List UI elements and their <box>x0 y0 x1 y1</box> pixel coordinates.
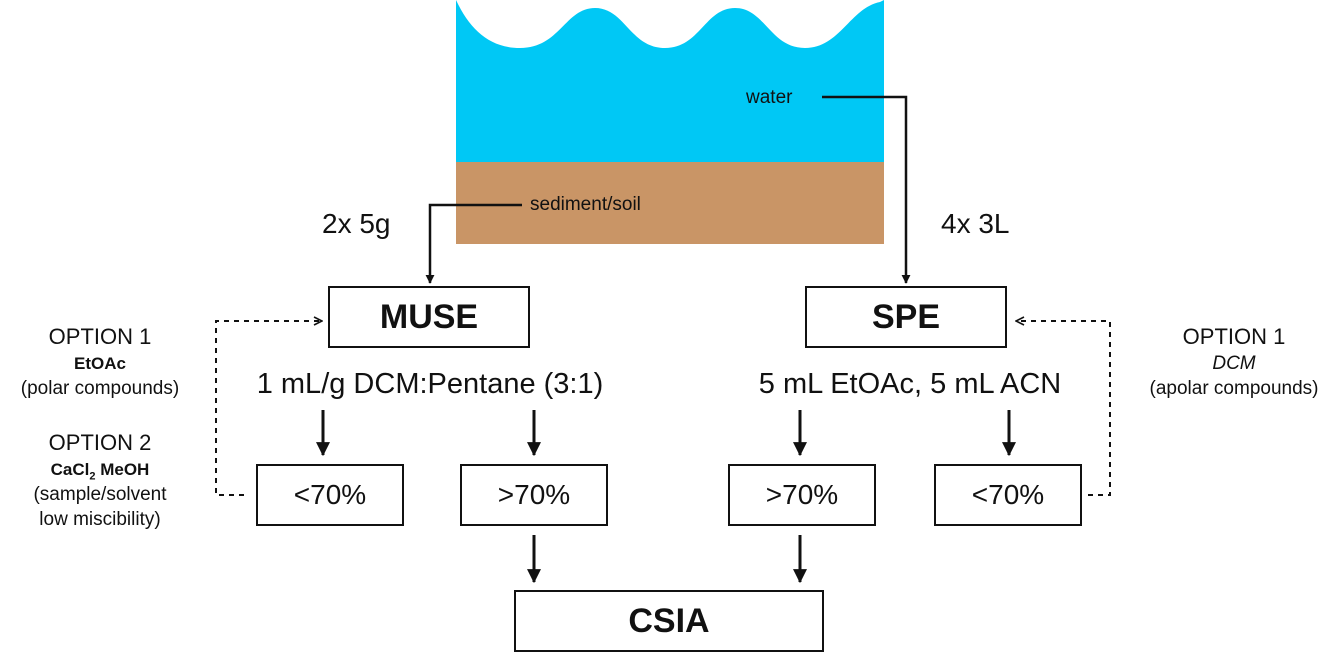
left-option-1: OPTION 1 EtOAc (polar compounds) <box>0 323 200 401</box>
water-body <box>456 0 884 162</box>
left-option1-note: (polar compounds) <box>20 378 180 399</box>
left-option2-note-1: (sample/solvent <box>33 484 167 505</box>
spe-retry-loop <box>1016 321 1111 496</box>
spe-low-label: <70% <box>971 479 1045 510</box>
sediment-label: sediment/soil <box>530 194 641 215</box>
water-label: water <box>746 87 793 108</box>
right-option1-title: OPTION 1 <box>1182 324 1286 349</box>
left-option2-note-2: low miscibility) <box>39 509 161 530</box>
spe-high-box: >70% <box>728 464 876 526</box>
spe-low-box: <70% <box>934 464 1082 526</box>
muse-high-box: >70% <box>460 464 608 526</box>
spe-label: SPE <box>871 297 941 336</box>
right-option1-note: (apolar compounds) <box>1149 378 1319 399</box>
muse-box: MUSE <box>328 286 530 348</box>
csia-box: CSIA <box>514 590 824 652</box>
water-amount: 4x 3L <box>941 208 1010 239</box>
spe-box: SPE <box>805 286 1007 348</box>
muse-retry-loop <box>215 321 322 496</box>
right-option1-solvent: DCM <box>1212 353 1256 374</box>
left-option-2: OPTION 2 CaCl2 MeOH (sample/solvent low … <box>0 429 200 532</box>
water-to-spe-connector <box>822 95 911 284</box>
muse-low-box: <70% <box>256 464 404 526</box>
right-option-1: OPTION 1 DCM (apolar compounds) <box>1128 323 1340 401</box>
muse-low-label: <70% <box>293 479 367 510</box>
spe-high-label: >70% <box>765 479 839 510</box>
left-option1-solvent: EtOAc <box>74 354 126 373</box>
spe-solvent: 5 mL EtOAc, 5 mL ACN <box>758 368 1062 400</box>
sediment-to-muse-connector <box>425 203 522 284</box>
muse-solvent: 1 mL/g DCM:Pentane (3:1) <box>256 368 604 400</box>
left-option1-title: OPTION 1 <box>48 324 152 349</box>
sediment-amount: 2x 5g <box>322 208 391 239</box>
muse-high-label: >70% <box>497 479 571 510</box>
left-option2-title: OPTION 2 <box>48 430 152 455</box>
left-option2-solvent: CaCl2 MeOH <box>50 460 150 483</box>
csia-label: CSIA <box>628 601 710 640</box>
muse-label: MUSE <box>379 297 479 336</box>
sediment-layer <box>456 162 884 244</box>
